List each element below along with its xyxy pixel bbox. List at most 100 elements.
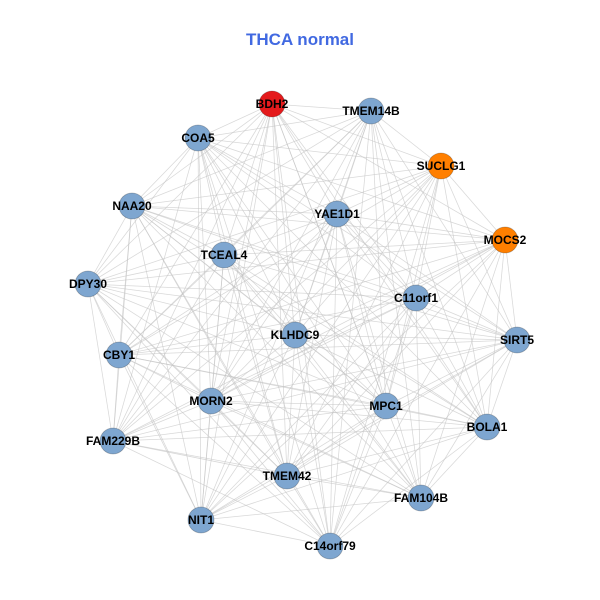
node-MOCS2 — [491, 226, 519, 254]
edge-BDH2-TMEM42 — [271, 103, 288, 477]
node-SIRT5 — [503, 326, 531, 354]
node-DPY30 — [74, 270, 102, 298]
edge-FAM229B-C14orf79 — [112, 440, 331, 547]
edge-YAE1D1-TCEAL4 — [223, 213, 338, 256]
node-KLHDC9 — [281, 321, 309, 349]
edge-MOCS2-DPY30 — [87, 239, 506, 285]
edge-KLHDC9-MORN2 — [210, 334, 296, 402]
edge-MORN2-C14orf79 — [210, 400, 331, 547]
edge-SUCLG1-C11orf1 — [415, 165, 442, 299]
edge-MOCS2-MORN2 — [210, 239, 506, 402]
edge-KLHDC9-CBY1 — [118, 334, 296, 356]
edge-BDH2-C11orf1 — [271, 103, 417, 299]
edge-COA5-MOCS2 — [197, 137, 506, 241]
edge-COA5-NIT1 — [197, 137, 202, 521]
node-C11orf1 — [402, 284, 430, 312]
edge-BDH2-CBY1 — [118, 103, 273, 356]
edge-SUCLG1-MORN2 — [210, 165, 442, 402]
edge-TMEM14B-MORN2 — [210, 110, 372, 402]
edge-MOCS2-C14orf79 — [329, 239, 506, 547]
edge-COA5-C11orf1 — [197, 137, 417, 299]
edge-MOCS2-TCEAL4 — [223, 239, 506, 256]
edge-TMEM14B-C11orf1 — [370, 110, 417, 299]
edge-BDH2-MOCS2 — [271, 103, 506, 241]
edge-MPC1-C14orf79 — [329, 405, 387, 547]
node-MPC1 — [372, 392, 400, 420]
edge-KLHDC9-TMEM42 — [286, 334, 296, 477]
edge-DPY30-FAM104B — [87, 283, 422, 499]
edge-NAA20-NIT1 — [131, 205, 202, 521]
node-C14orf79 — [316, 532, 344, 560]
edge-TCEAL4-DPY30 — [87, 254, 225, 285]
edge-BDH2-TMEM14B — [271, 103, 372, 112]
edge-BDH2-TCEAL4 — [223, 103, 273, 256]
edge-NAA20-TCEAL4 — [131, 205, 225, 256]
node-TCEAL4 — [210, 241, 238, 269]
node-TMEM14B — [357, 97, 385, 125]
node-SUCLG1 — [427, 152, 455, 180]
edge-TMEM14B-BOLA1 — [370, 110, 488, 428]
edge-DPY30-MPC1 — [87, 283, 387, 407]
edge-MORN2-TMEM42 — [210, 400, 288, 477]
edge-TCEAL4-TMEM42 — [223, 254, 288, 477]
edge-YAE1D1-CBY1 — [118, 213, 338, 356]
edge-BDH2-SUCLG1 — [271, 103, 442, 167]
edge-NAA20-SIRT5 — [131, 205, 518, 341]
edge-COA5-FAM229B — [112, 137, 199, 442]
edge-BDH2-COA5 — [197, 103, 273, 139]
edge-YAE1D1-FAM229B — [112, 213, 338, 442]
edge-SIRT5-MPC1 — [385, 339, 518, 407]
edge-TMEM42-NIT1 — [200, 475, 288, 521]
edge-YAE1D1-MORN2 — [210, 213, 338, 402]
edge-SUCLG1-NAA20 — [131, 165, 442, 207]
edge-DPY30-KLHDC9 — [87, 283, 296, 336]
edge-BOLA1-NIT1 — [200, 426, 488, 521]
edge-MPC1-BOLA1 — [385, 405, 488, 428]
edge-TCEAL4-FAM229B — [112, 254, 225, 442]
node-BDH2 — [258, 90, 286, 118]
edge-SIRT5-BOLA1 — [486, 339, 518, 428]
edge-COA5-TCEAL4 — [197, 137, 225, 256]
edge-SIRT5-CBY1 — [118, 339, 518, 356]
edges-layer — [87, 103, 518, 547]
edge-SUCLG1-CBY1 — [118, 165, 442, 356]
edge-SIRT5-FAM104B — [420, 339, 518, 499]
edge-SIRT5-MORN2 — [210, 339, 518, 402]
edge-TMEM14B-COA5 — [197, 110, 372, 139]
edge-CBY1-FAM229B — [112, 354, 120, 442]
edge-DPY30-NIT1 — [87, 283, 202, 521]
edge-TMEM42-FAM104B — [286, 475, 422, 499]
edge-NAA20-FAM229B — [112, 205, 133, 442]
node-FAM229B — [99, 427, 127, 455]
edge-YAE1D1-C14orf79 — [329, 213, 338, 547]
edge-CBY1-FAM104B — [118, 354, 422, 499]
nodes-layer — [74, 90, 531, 560]
node-BOLA1 — [473, 413, 501, 441]
edge-MOCS2-FAM104B — [420, 239, 506, 499]
edge-KLHDC9-MPC1 — [294, 334, 387, 407]
edge-MOCS2-SIRT5 — [504, 239, 518, 341]
edge-NAA20-FAM104B — [131, 205, 422, 499]
edge-YAE1D1-MPC1 — [336, 213, 387, 407]
edge-DPY30-FAM229B — [87, 283, 114, 442]
node-NAA20 — [118, 192, 146, 220]
edge-TCEAL4-CBY1 — [118, 254, 225, 356]
edge-TMEM42-C14orf79 — [286, 475, 331, 547]
edge-MPC1-NIT1 — [200, 405, 387, 521]
edge-MORN2-NIT1 — [200, 400, 212, 521]
edge-YAE1D1-C11orf1 — [336, 213, 417, 299]
edge-FAM229B-TMEM42 — [112, 440, 288, 477]
edge-KLHDC9-C14orf79 — [294, 334, 331, 547]
edge-TMEM14B-NAA20 — [131, 110, 372, 207]
edge-FAM229B-FAM104B — [112, 440, 422, 499]
edge-COA5-SIRT5 — [197, 137, 518, 341]
edge-COA5-NAA20 — [131, 137, 199, 207]
edge-BDH2-FAM104B — [271, 103, 422, 499]
edge-SUCLG1-MOCS2 — [440, 165, 506, 241]
edge-DPY30-TMEM42 — [87, 283, 288, 477]
edge-TMEM14B-FAM104B — [370, 110, 422, 499]
edge-YAE1D1-TMEM42 — [286, 213, 338, 477]
node-MORN2 — [197, 387, 225, 415]
edge-FAM104B-NIT1 — [200, 497, 422, 521]
node-COA5 — [184, 124, 212, 152]
